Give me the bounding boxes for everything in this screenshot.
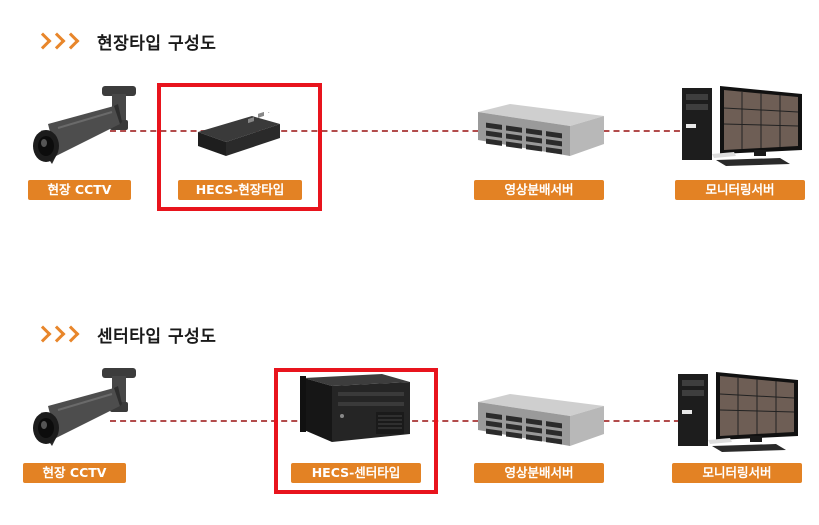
diagram-section-field-type: 현장타입 구성도 현장 CCTV HECS-현장타입 — [0, 0, 819, 230]
section-title-text: 현장타입 구성도 — [97, 33, 217, 54]
distribution-server-icon — [474, 102, 606, 158]
section-title: 현장타입 구성도 — [34, 30, 217, 54]
hecs-center-rack-icon — [296, 372, 412, 444]
label-hecs-center: HECS-센터타입 — [291, 463, 421, 483]
label-distribution-server: 영상분배서버 — [474, 463, 604, 483]
hecs-field-box-icon — [196, 112, 282, 158]
cctv-camera-icon — [28, 366, 138, 454]
section-title-text: 센터타입 구성도 — [97, 326, 217, 347]
monitoring-server-icon — [680, 84, 804, 168]
label-distribution-server: 영상분배서버 — [474, 180, 604, 200]
highlight-box-hecs-center — [274, 368, 438, 494]
label-field-cctv: 현장 CCTV — [23, 463, 126, 483]
label-monitoring-server: 모니터링서버 — [672, 463, 802, 483]
triple-chevron-icon — [34, 325, 80, 343]
distribution-server-icon — [474, 392, 606, 448]
label-hecs-field: HECS-현장타입 — [178, 180, 302, 200]
diagram-section-center-type: 센터타입 구성도 현장 CCTV — [0, 290, 819, 520]
section-title: 센터타입 구성도 — [34, 323, 217, 347]
connection-line — [110, 130, 690, 132]
label-monitoring-server: 모니터링서버 — [675, 180, 805, 200]
triple-chevron-icon — [34, 32, 80, 50]
monitoring-server-icon — [676, 370, 800, 454]
cctv-camera-icon — [28, 84, 138, 172]
highlight-box-hecs-field — [157, 83, 322, 211]
label-field-cctv: 현장 CCTV — [28, 180, 131, 200]
